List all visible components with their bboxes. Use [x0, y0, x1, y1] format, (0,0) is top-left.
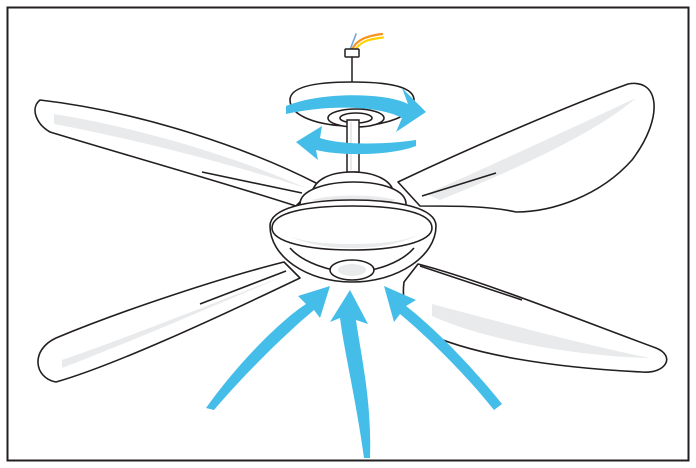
supply-wires [344, 32, 385, 85]
rotation-arrows-icon [286, 88, 426, 160]
diagram-frame [6, 6, 690, 462]
light-kit [269, 199, 437, 283]
fan-blades [34, 82, 668, 383]
upward-airflow-arrows-icon [206, 286, 502, 458]
blade-upper-left [34, 99, 319, 207]
